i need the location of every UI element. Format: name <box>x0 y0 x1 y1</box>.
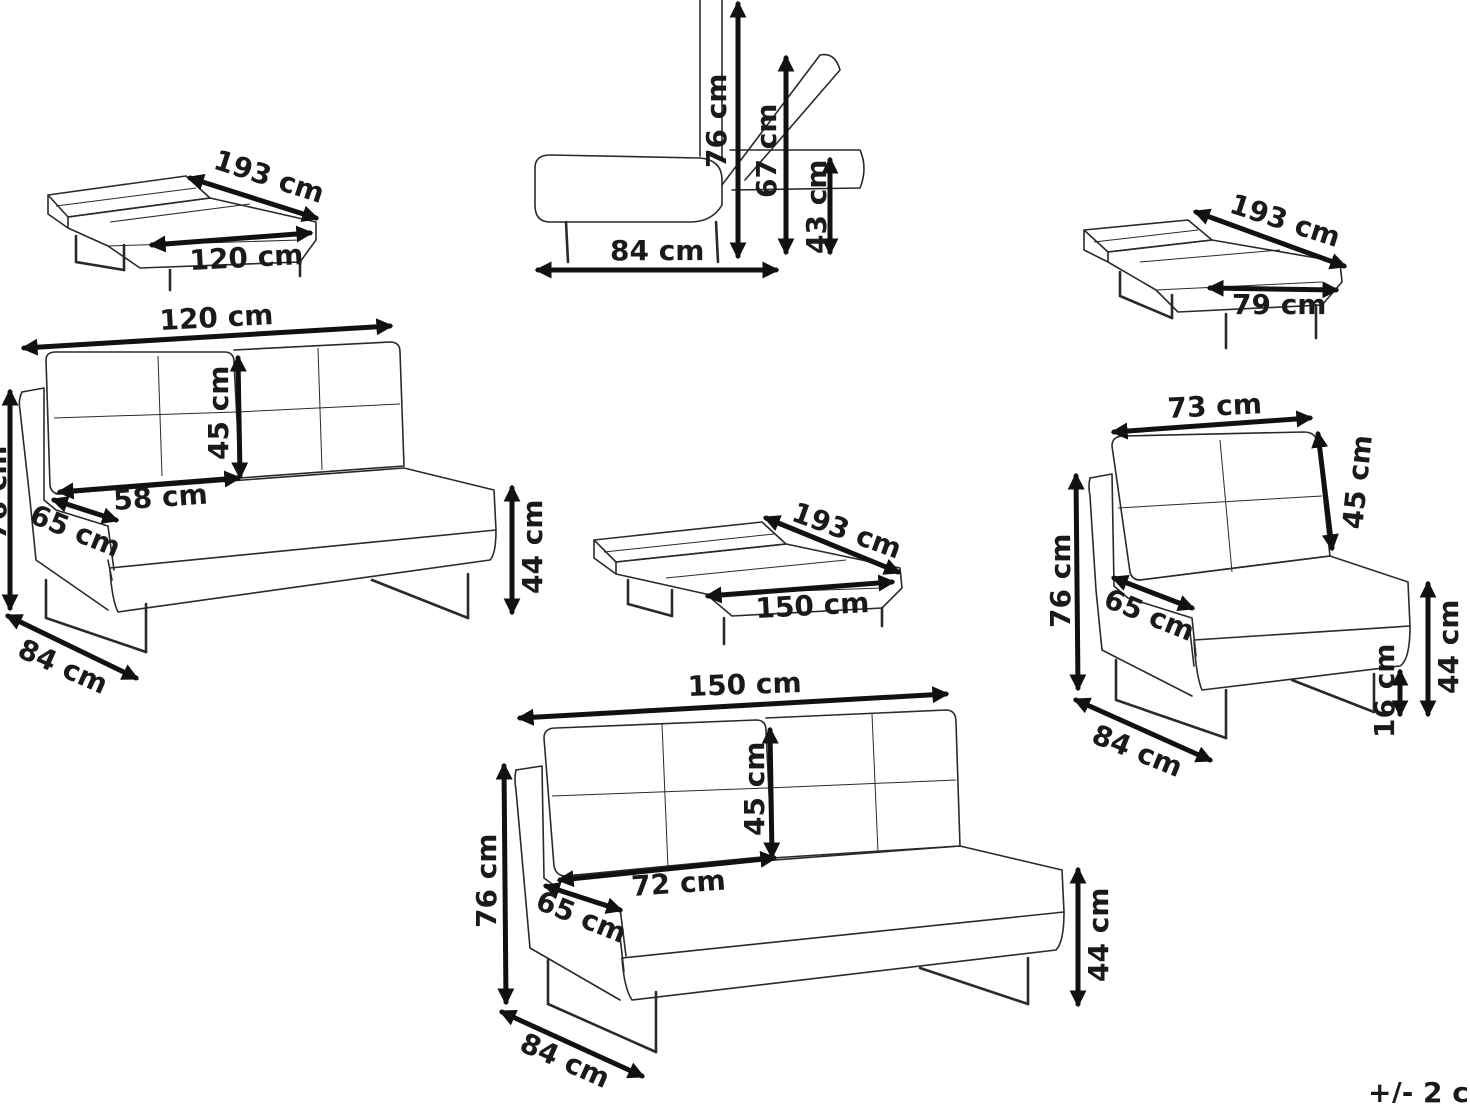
chair-seat-height-label: 44 cm <box>1432 600 1465 695</box>
chair-leg-height-label: 16 cm <box>1368 644 1401 739</box>
tolerance-note: +/- 2 cm <box>1368 1076 1470 1103</box>
sofa-150-width-label: 150 cm <box>687 666 802 703</box>
bed-150-length-label: 193 cm <box>788 496 906 566</box>
bed-73-dims: 193 cm 79 cm <box>1192 187 1348 321</box>
side-height-label: 76 cm <box>700 74 733 169</box>
side-back-height-label: 67 cm <box>750 104 783 199</box>
sofa-150-height-label: 76 cm <box>470 834 503 929</box>
bed-120-dims: 193 cm 120 cm <box>148 143 329 277</box>
side-seat-height-label: 43 cm <box>800 160 833 255</box>
chair-width-label: 73 cm <box>1167 387 1263 425</box>
sofa-150-seat-height-label: 44 cm <box>1082 888 1115 983</box>
bed-120-width-label: 120 cm <box>189 238 305 277</box>
bed-150-width-label: 150 cm <box>755 586 871 625</box>
chair-dims: 73 cm 45 cm 76 cm 65 cm 84 cm 44 cm 16 c… <box>1044 387 1465 784</box>
sofa-120-height-label: 76 cm <box>0 446 13 541</box>
sofa-150-drawing <box>514 709 1065 1054</box>
sofa-120-width-label: 120 cm <box>159 298 275 337</box>
sofa-120-back-height-label: 45 cm <box>202 366 235 461</box>
chair-back-height-label: 45 cm <box>1336 433 1379 530</box>
sofa-150-back-height-label: 45 cm <box>738 742 771 837</box>
sofa-150-depth-label: 84 cm <box>515 1026 615 1095</box>
sofa-120-drawing <box>18 341 497 654</box>
bed-150-dims: 193 cm 150 cm <box>704 496 906 625</box>
bed-73-width-label: 79 cm <box>1232 288 1327 321</box>
bed-120-length-label: 193 cm <box>210 143 329 210</box>
sofa-120-dims: 120 cm 45 cm 58 cm 65 cm 44 cm 76 cm 84 … <box>0 298 549 701</box>
sofa-150-seat-width-label: 72 cm <box>630 863 727 903</box>
side-depth-label: 84 cm <box>610 234 705 267</box>
chair-height-label: 76 cm <box>1044 534 1077 629</box>
sofa-120-seat-height-label: 44 cm <box>516 500 549 595</box>
sofa-150-seat-depth-label: 65 cm <box>531 884 631 950</box>
sofa-150-dims: 150 cm 45 cm 72 cm 65 cm 44 cm 76 cm 84 … <box>470 666 1115 1095</box>
sofa-120-seat-width-label: 58 cm <box>112 477 209 517</box>
side-profile-drawing <box>534 0 865 264</box>
side-profile-dims: 76 cm 67 cm 43 cm 84 cm <box>534 0 839 279</box>
